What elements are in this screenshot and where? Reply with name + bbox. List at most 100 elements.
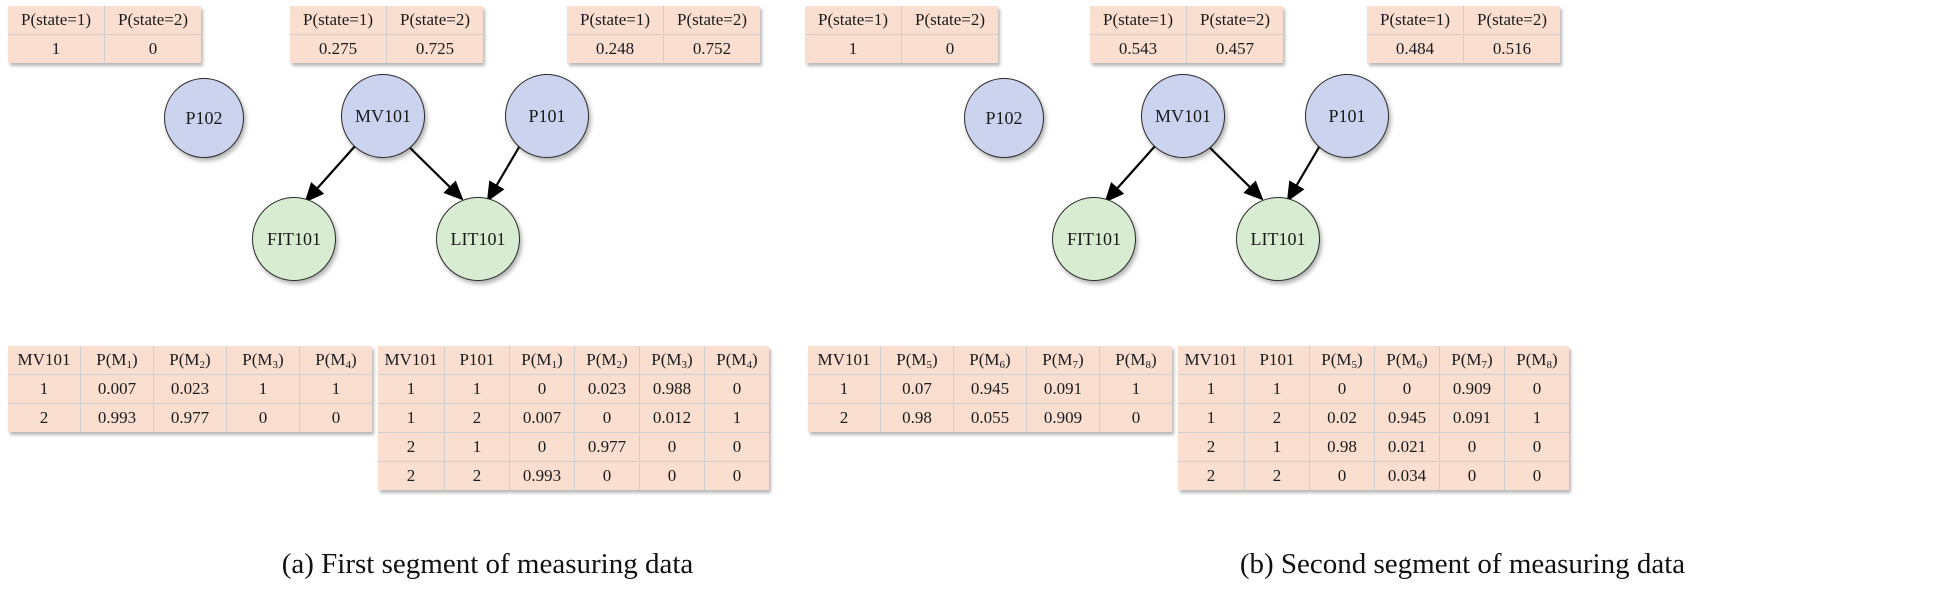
node-label: MV101 [1154,105,1211,126]
cell: 1 [445,375,510,404]
col-header: P(M8) [1100,346,1172,375]
col-header: P(M1) [81,346,154,375]
cpt-table-lit101: MV101 P101 P(M5) P(M6) P(M7) P(M8) 1 1 0… [1178,346,1569,490]
cell: 2 [1178,433,1245,462]
cell: 0.993 [81,404,154,432]
cell: 0 [1505,433,1569,462]
col-header: P(M5) [1310,346,1375,375]
cell: 0.055 [954,404,1027,432]
table-row: 0.248 0.752 [567,35,760,63]
node-fit101[interactable]: FIT101 [1052,197,1136,281]
cell: 0.543 [1090,35,1187,63]
col-header: P101 [1245,346,1310,375]
col-header: P101 [445,346,510,375]
node-mv101[interactable]: MV101 [341,74,425,158]
cell: 0.034 [1375,462,1440,490]
cell: 0.07 [881,375,954,404]
node-p102[interactable]: P102 [964,78,1044,158]
cell: 0.945 [1375,404,1440,433]
cell: 0 [640,462,705,490]
col-header: P(M4) [705,346,769,375]
cell: 0 [1440,433,1505,462]
col-header: P(state=2) [387,6,483,35]
cell: 0.725 [387,35,483,63]
cell: 0.023 [575,375,640,404]
state-table-mv101: P(state=1) P(state=2) 0.543 0.457 [1090,6,1283,63]
cpt-table-lit101: MV101 P101 P(M1) P(M2) P(M3) P(M4) 1 1 0… [378,346,769,490]
cell: 0.993 [510,462,575,490]
cpt-table-fit101: MV101 P(M1) P(M2) P(M3) P(M4) 1 0.007 0.… [8,346,372,432]
node-label: P102 [185,107,223,128]
cell: 0.977 [154,404,227,432]
node-label: FIT101 [1067,228,1121,249]
col-header: P(state=1) [805,6,902,35]
col-header: P(M6) [954,346,1027,375]
cell: 2 [378,462,445,490]
node-label: P101 [1328,105,1366,126]
node-p101[interactable]: P101 [1305,74,1389,158]
cell: 0.007 [510,404,575,433]
cell: 0 [510,433,575,462]
cell: 0 [575,404,640,433]
subscript: 7 [1072,359,1079,371]
cell: 0.02 [1310,404,1375,433]
cell: 2 [445,462,510,490]
cell: 0.012 [640,404,705,433]
cell: 2 [378,433,445,462]
subscript: 1 [126,359,133,371]
cell: 1 [1178,375,1245,404]
node-p102[interactable]: P102 [164,78,244,158]
cell: 0.484 [1367,35,1464,63]
subscript: 5 [1351,359,1358,371]
col-header: P(state=1) [567,6,664,35]
col-header: P(state=1) [1090,6,1187,35]
table-row: 1 0.007 0.023 1 1 [8,375,372,404]
node-p101[interactable]: P101 [505,74,589,158]
cell: 0 [705,462,769,490]
node-label: P102 [985,107,1023,128]
table-row: 0.543 0.457 [1090,35,1283,63]
node-lit101[interactable]: LIT101 [436,197,520,281]
node-label: LIT101 [450,228,506,249]
cell: 2 [1245,462,1310,490]
col-header: P(M2) [154,346,227,375]
col-header: P(M3) [640,346,705,375]
col-header: P(M6) [1375,346,1440,375]
table-row: 1 1 0 0 0.909 0 [1178,375,1569,404]
cell: 0 [1505,375,1569,404]
col-header: MV101 [1178,346,1245,375]
node-fit101[interactable]: FIT101 [252,197,336,281]
col-header: P(M7) [1440,346,1505,375]
col-header: P(state=2) [1464,6,1560,35]
table-row: 1 0.07 0.945 0.091 1 [808,375,1172,404]
node-mv101[interactable]: MV101 [1141,74,1225,158]
col-header: P(M7) [1027,346,1100,375]
col-header: P(M1) [510,346,575,375]
node-lit101[interactable]: LIT101 [1236,197,1320,281]
col-header: P(state=1) [8,6,105,35]
cell: 0 [227,404,300,432]
cell: 0.98 [881,404,954,432]
col-header: P(state=2) [664,6,760,35]
panel-caption-a: (a) First segment of measuring data [281,548,694,580]
state-table-p102: P(state=1) P(state=2) 1 0 [8,6,201,63]
node-label: MV101 [354,105,411,126]
cell: 1 [1245,375,1310,404]
col-header: P(state=2) [902,6,998,35]
subscript: 4 [345,359,352,371]
node-label: P101 [528,105,566,126]
panel-second-segment: P(state=1) P(state=2) 1 0 P(state=1) P(s… [805,0,1950,604]
subscript: 8 [1546,359,1553,371]
col-header: P(state=1) [290,6,387,35]
table-row: 0.275 0.725 [290,35,483,63]
cell: 0 [640,433,705,462]
table-row: 2 2 0 0.034 0 0 [1178,462,1569,490]
cell: 0 [300,404,372,432]
cell: 0.248 [567,35,664,63]
cell: 0 [705,375,769,404]
col-header: P(M5) [881,346,954,375]
cell: 0 [1310,375,1375,404]
col-header: P(M3) [227,346,300,375]
col-header: MV101 [378,346,445,375]
cell: 2 [445,404,510,433]
